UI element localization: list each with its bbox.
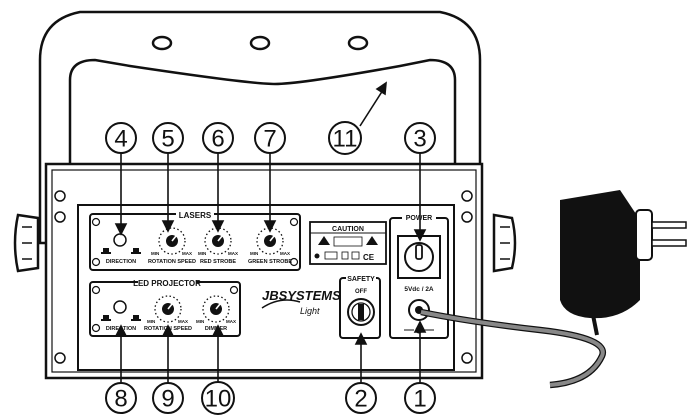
svg-text:8: 8 bbox=[114, 386, 127, 413]
laser-direction-indicator: DIRECTION bbox=[101, 233, 141, 265]
led-title: LED PROJECTOR bbox=[133, 279, 201, 288]
lasers-title: LASERS bbox=[179, 211, 212, 220]
power-title: POWER bbox=[406, 215, 432, 222]
safety-key-switch[interactable] bbox=[347, 298, 375, 326]
callout-6: 6 bbox=[202, 122, 234, 154]
green-strobe-label: GREEN STROBE bbox=[248, 259, 292, 265]
brand-logo: JBSYSTEMS Light bbox=[261, 288, 341, 316]
callout-2: 2 bbox=[345, 382, 377, 414]
callout-4: 4 bbox=[105, 122, 137, 154]
direction-icon bbox=[103, 315, 109, 320]
svg-text:4: 4 bbox=[114, 126, 127, 153]
safety-title: SAFETY bbox=[347, 276, 375, 283]
svg-text:11: 11 bbox=[333, 126, 358, 153]
svg-text:MIN: MIN bbox=[250, 251, 258, 256]
callout-10: 10 bbox=[201, 381, 235, 415]
callout-8: 8 bbox=[105, 382, 137, 414]
direction-icon bbox=[103, 248, 109, 253]
svg-text:9: 9 bbox=[161, 386, 174, 413]
svg-text:7: 7 bbox=[263, 126, 276, 153]
off-label: OFF bbox=[355, 289, 367, 295]
red-strobe-knob[interactable]: RED STROBE MIN MAX bbox=[198, 227, 238, 265]
laser-rotation-speed-knob[interactable]: ROTATION SPEED MIN MAX bbox=[148, 227, 196, 265]
svg-text:MAX: MAX bbox=[228, 251, 238, 256]
mounting-bracket bbox=[13, 10, 517, 273]
svg-text:MAX: MAX bbox=[226, 319, 236, 324]
svg-text:MIN: MIN bbox=[196, 319, 204, 324]
power-switch[interactable] bbox=[397, 235, 441, 279]
laser-rotation-speed-label: ROTATION SPEED bbox=[148, 259, 196, 265]
callouts: 4 5 6 7 11 3 8 9 10 2 1 bbox=[105, 121, 436, 415]
svg-text:10: 10 bbox=[205, 386, 232, 413]
brand-sub: Light bbox=[300, 306, 320, 316]
callout-3: 3 bbox=[404, 122, 436, 154]
lasers-section: LASERS bbox=[89, 210, 301, 271]
svg-text:MIN: MIN bbox=[198, 251, 206, 256]
caution-label: CAUTION CE bbox=[309, 221, 387, 265]
svg-text:5: 5 bbox=[161, 126, 174, 153]
warning-icon bbox=[318, 236, 330, 245]
laser-direction-label: DIRECTION bbox=[106, 259, 136, 265]
svg-text:MAX: MAX bbox=[280, 251, 290, 256]
callout-9: 9 bbox=[152, 382, 184, 414]
svg-text:MAX: MAX bbox=[178, 319, 188, 324]
svg-text:2: 2 bbox=[354, 386, 367, 413]
callout-11: 11 bbox=[328, 121, 362, 155]
svg-text:MIN: MIN bbox=[151, 251, 159, 256]
callout-5: 5 bbox=[152, 122, 184, 154]
callout-7: 7 bbox=[254, 122, 286, 154]
svg-text:3: 3 bbox=[413, 126, 426, 153]
svg-text:MIN: MIN bbox=[147, 319, 155, 324]
ce-mark-icon: CE bbox=[363, 253, 375, 262]
power-rating: 5Vdc / 2A bbox=[404, 286, 434, 293]
svg-text:1: 1 bbox=[413, 386, 426, 413]
green-strobe-knob[interactable]: GREEN STROBE MIN MAX bbox=[248, 227, 292, 265]
brand-name: JBSYSTEMS bbox=[262, 288, 341, 303]
callout-arrows bbox=[114, 81, 427, 383]
caution-text: CAUTION bbox=[332, 226, 364, 233]
svg-text:MAX: MAX bbox=[182, 251, 192, 256]
callout-1: 1 bbox=[404, 382, 436, 414]
red-strobe-label: RED STROBE bbox=[200, 259, 236, 265]
power-adapter bbox=[420, 190, 687, 389]
svg-text:6: 6 bbox=[211, 126, 224, 153]
